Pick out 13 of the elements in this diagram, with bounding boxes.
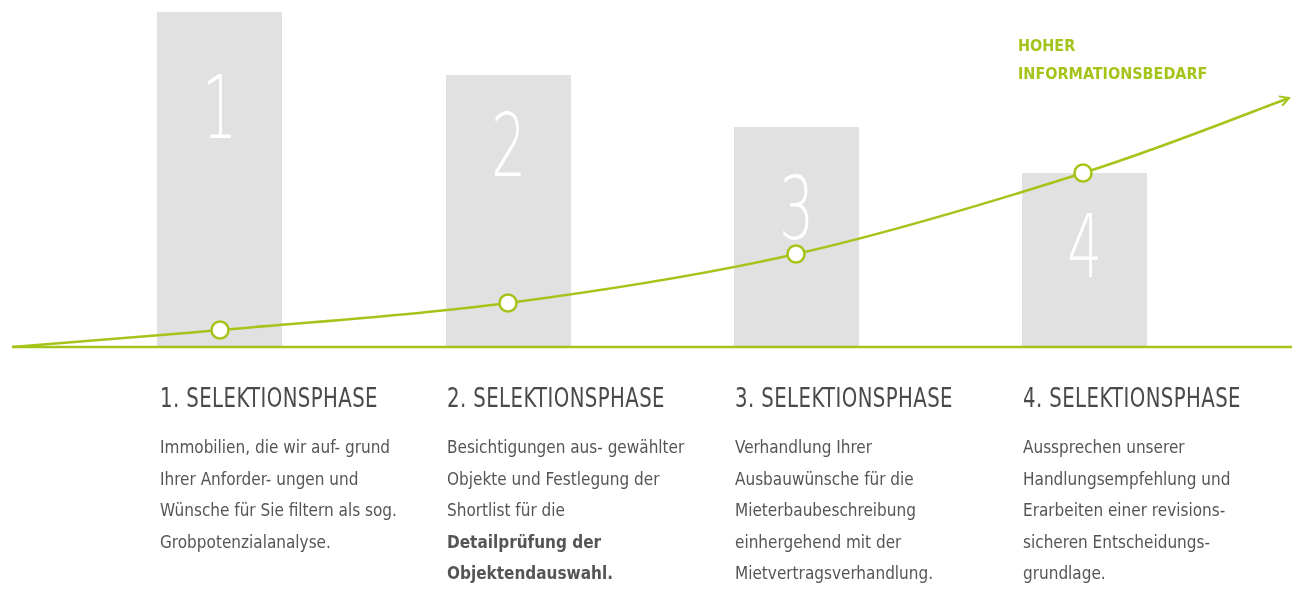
phase-description: Immobilien, die wir auf- grund Ihrer Anforder- ungen und Wünsche für Sie filtern als sog. Grobpotenzialanalyse.	[160, 436, 398, 554]
column-bar	[157, 12, 282, 346]
phase-description: Aussprechen unserer Handlungsempfehlung und Erarbeiten einer revisions- sicheren Entscheidungs- grundlage.	[1023, 436, 1232, 586]
phase-heading: 3. SELEKTIONSPHASE	[735, 383, 953, 413]
column-bar	[734, 127, 859, 346]
column-bar	[1022, 173, 1147, 346]
phase-description: Besichtigungen aus- gewählter Objekte und Festlegung der Shortlist für die Detailprüfung der Objektendauswahl.	[447, 436, 686, 586]
phase-heading: 2. SELEKTIONSPHASE	[447, 383, 665, 413]
column-bar	[446, 75, 571, 346]
phase-description: Verhandlung Ihrer Ausbauwünsche für die Mieterbaubeschreibung einhergehend mit der Mietvertragsverhandlung.	[735, 436, 935, 586]
axis-label: HOHER INFORMATIONSBEDARF	[1018, 35, 1209, 85]
phase-heading: 1. SELEKTIONSPHASE	[160, 383, 378, 413]
phase-heading: 4. SELEKTIONSPHASE	[1023, 383, 1241, 413]
